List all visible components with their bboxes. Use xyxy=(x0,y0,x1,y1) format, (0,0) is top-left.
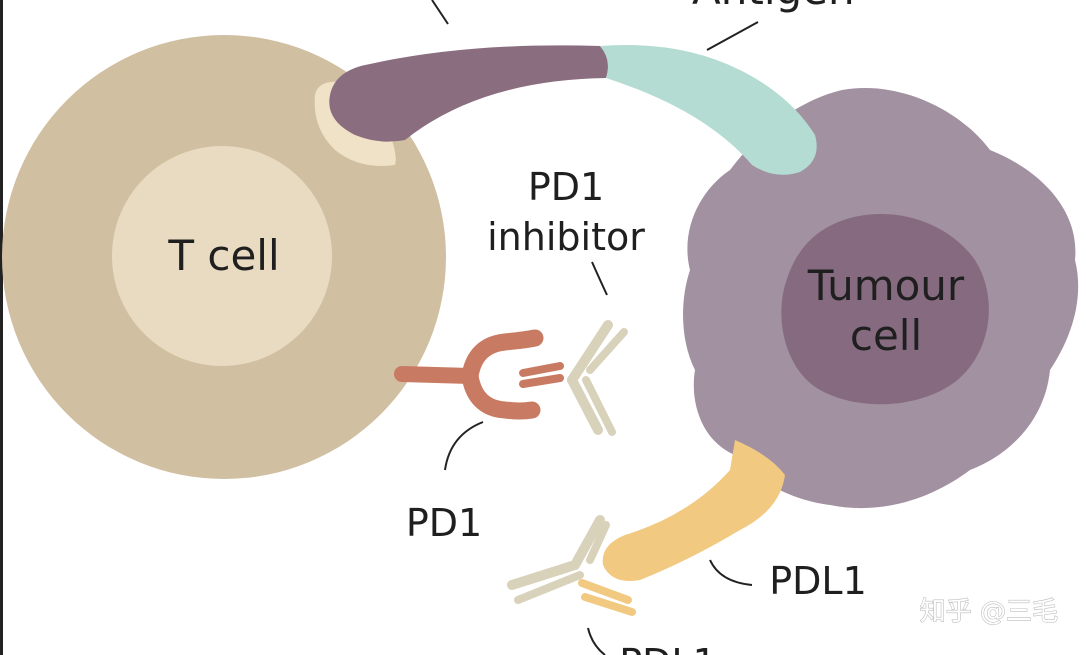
pd1-inhibitor-label-line1: PD1 xyxy=(528,165,604,209)
pd1-receptor xyxy=(394,329,544,420)
tumour-cell-nucleus xyxy=(781,214,989,405)
t-cell-receptor xyxy=(329,45,608,142)
tumour-cell-label-line2: cell xyxy=(850,311,922,360)
pdl1-inhibitor-label: PDL1 xyxy=(619,641,717,655)
pd1-leader-line xyxy=(444,421,484,471)
antigen xyxy=(600,45,817,175)
pdl1-inhibitor-antibody xyxy=(507,515,636,616)
pdl1-label: PDL1 xyxy=(769,559,867,603)
pd1-label: PD1 xyxy=(406,501,482,545)
pd1-inhibitor-antibody xyxy=(519,320,628,436)
antigen-leader-line xyxy=(706,21,759,51)
frame-edge xyxy=(0,0,3,655)
top-leader-line xyxy=(431,0,449,25)
pdl1-ligand xyxy=(602,440,785,581)
watermark: 知乎 @三毛 xyxy=(920,597,1058,627)
tumour-cell-label-line1: Tumour xyxy=(807,261,965,310)
t-cell-nucleus xyxy=(112,146,332,366)
t-cell-label: T cell xyxy=(167,231,279,280)
antigen-label: Antigen xyxy=(692,0,855,14)
pd1-inhibitor-leader-line xyxy=(591,261,608,296)
pdl1-inhibitor-leader-line xyxy=(587,627,606,655)
pd1-inhibitor-label-line2: inhibitor xyxy=(487,215,645,259)
pdl1-leader-line xyxy=(709,559,753,586)
